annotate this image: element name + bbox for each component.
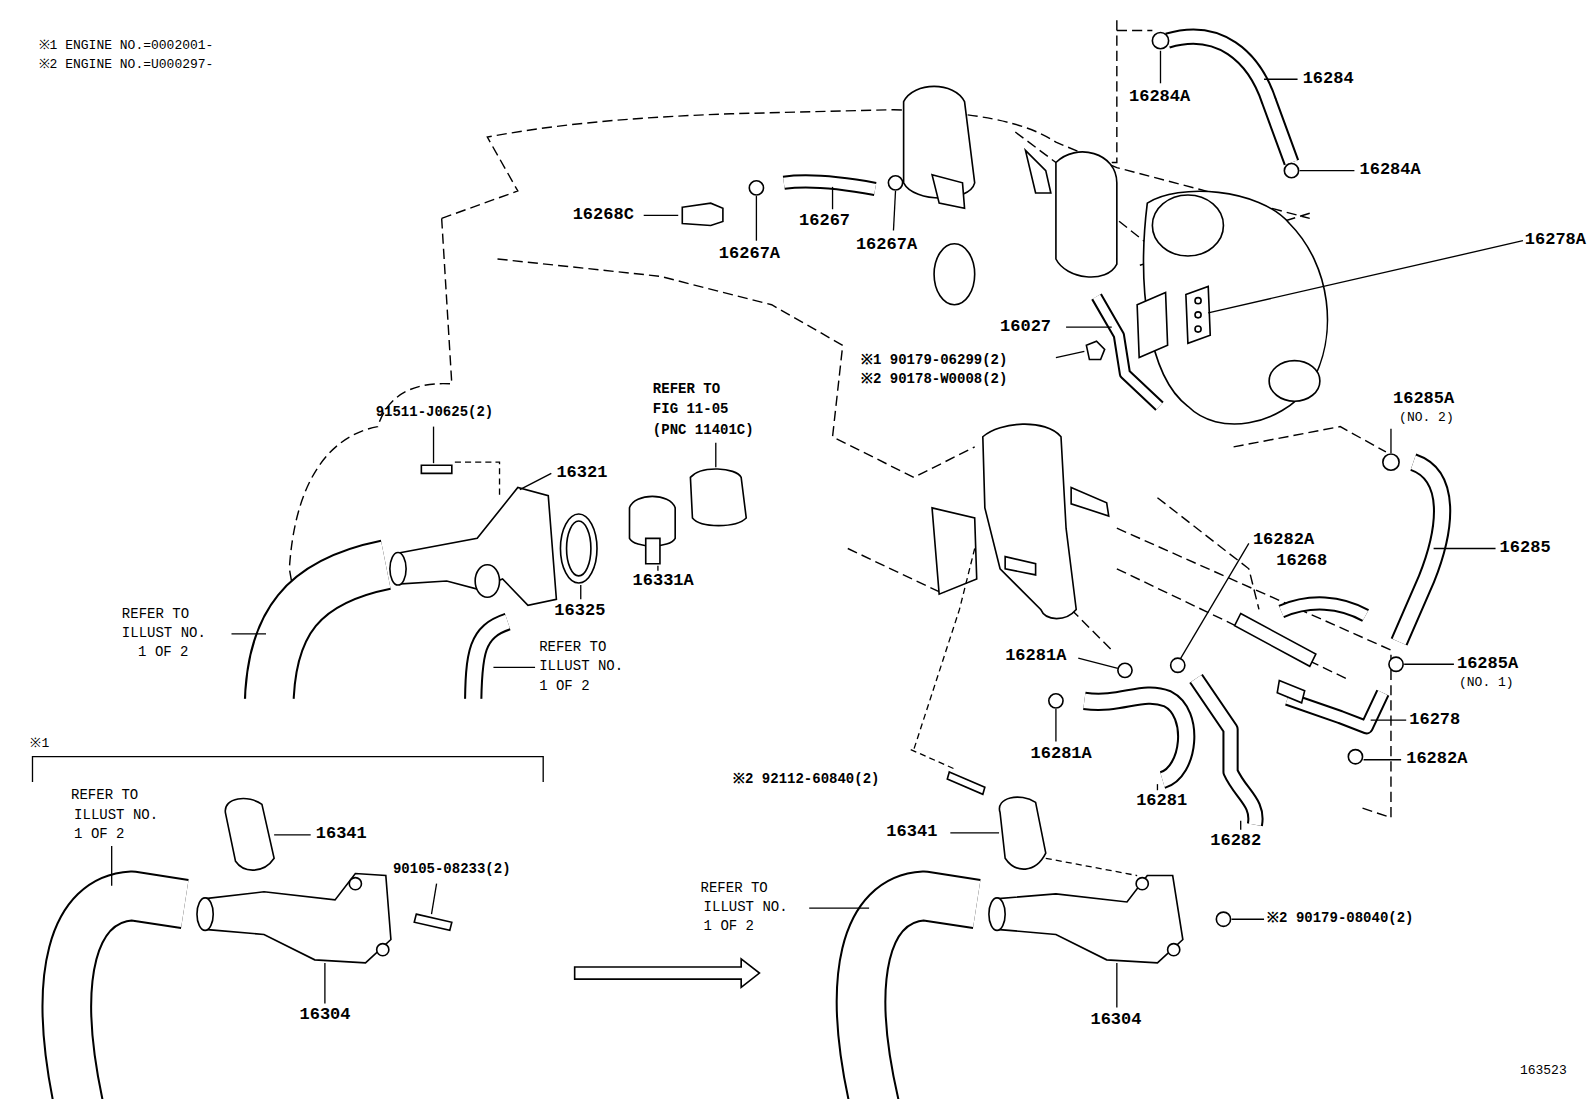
callout-number: 16321 [556, 464, 607, 483]
note-text: ※2 ENGINE NO.=U000297- [39, 58, 214, 72]
callout-number: ※2 92112-60840(2) [733, 772, 879, 787]
note-text: REFER TO [122, 607, 189, 622]
callout-number: 16284 [1303, 70, 1354, 89]
callout-number: 16282 [1210, 832, 1261, 851]
note-text: 1 OF 2 [539, 679, 589, 694]
note-text: ※1 [30, 737, 49, 751]
callout-number: 16278 [1409, 711, 1460, 730]
note-text: 1 OF 2 [74, 827, 124, 842]
callout-number: 16304 [300, 1006, 351, 1025]
callout-number: 16268C [573, 206, 634, 225]
callout-number: 16325 [554, 602, 605, 621]
note-text: ILLUST NO. [122, 626, 206, 641]
callout-number: 16341 [886, 823, 937, 842]
note-text: ILLUST NO. [704, 900, 788, 915]
callout-number: REFER TO [653, 382, 720, 397]
callout-number: 16341 [316, 825, 367, 844]
callout-number: 16284A [1359, 161, 1420, 180]
callout-number: ※2 90178-W0008(2) [861, 372, 1007, 387]
callout-number: 16284A [1129, 88, 1190, 107]
note-text: REFER TO [701, 881, 768, 896]
note-text: 1 OF 2 [138, 645, 188, 660]
callout-number: 16281A [1005, 647, 1066, 666]
callout-number: 90105-08233(2) [393, 862, 511, 877]
callout-number: 16282A [1253, 531, 1314, 550]
callout-number: 16267A [856, 236, 917, 255]
note-text: ※1 ENGINE NO.=0002001- [39, 39, 214, 53]
callout-number: 91511-J0625(2) [376, 405, 494, 420]
callout-number: 16304 [1090, 1011, 1141, 1030]
callout-number: ※1 90179-06299(2) [861, 353, 1007, 368]
callout-number: 16267 [799, 212, 850, 231]
note-text: REFER TO [71, 788, 138, 803]
callout-number: (PNC 11401C) [653, 423, 754, 438]
callout-number: FIG 11-05 [653, 402, 729, 417]
note-text: ILLUST NO. [539, 659, 623, 674]
note-text: (NO. 1) [1459, 676, 1514, 690]
callout-number: 16267A [719, 245, 780, 264]
callout-number: 16278A [1525, 231, 1586, 250]
callout-number: 16281 [1136, 792, 1187, 811]
note-text: ILLUST NO. [74, 808, 158, 823]
note-text: REFER TO [539, 640, 606, 655]
callout-number: 16285A [1393, 390, 1454, 409]
note-text: 163523 [1520, 1064, 1567, 1078]
callout-number: 16331A [633, 572, 694, 591]
callout-number: 16027 [1000, 318, 1051, 337]
note-text: 1 OF 2 [704, 919, 754, 934]
callout-number: ※2 90179-08040(2) [1267, 911, 1413, 926]
callout-number: 16285A [1457, 655, 1518, 674]
note-text: (NO. 2) [1399, 411, 1454, 425]
callout-number: 16282A [1406, 750, 1467, 769]
callout-number: 16268 [1276, 552, 1327, 571]
callout-number: 16285 [1500, 539, 1551, 558]
callout-number: 16281A [1031, 745, 1092, 764]
